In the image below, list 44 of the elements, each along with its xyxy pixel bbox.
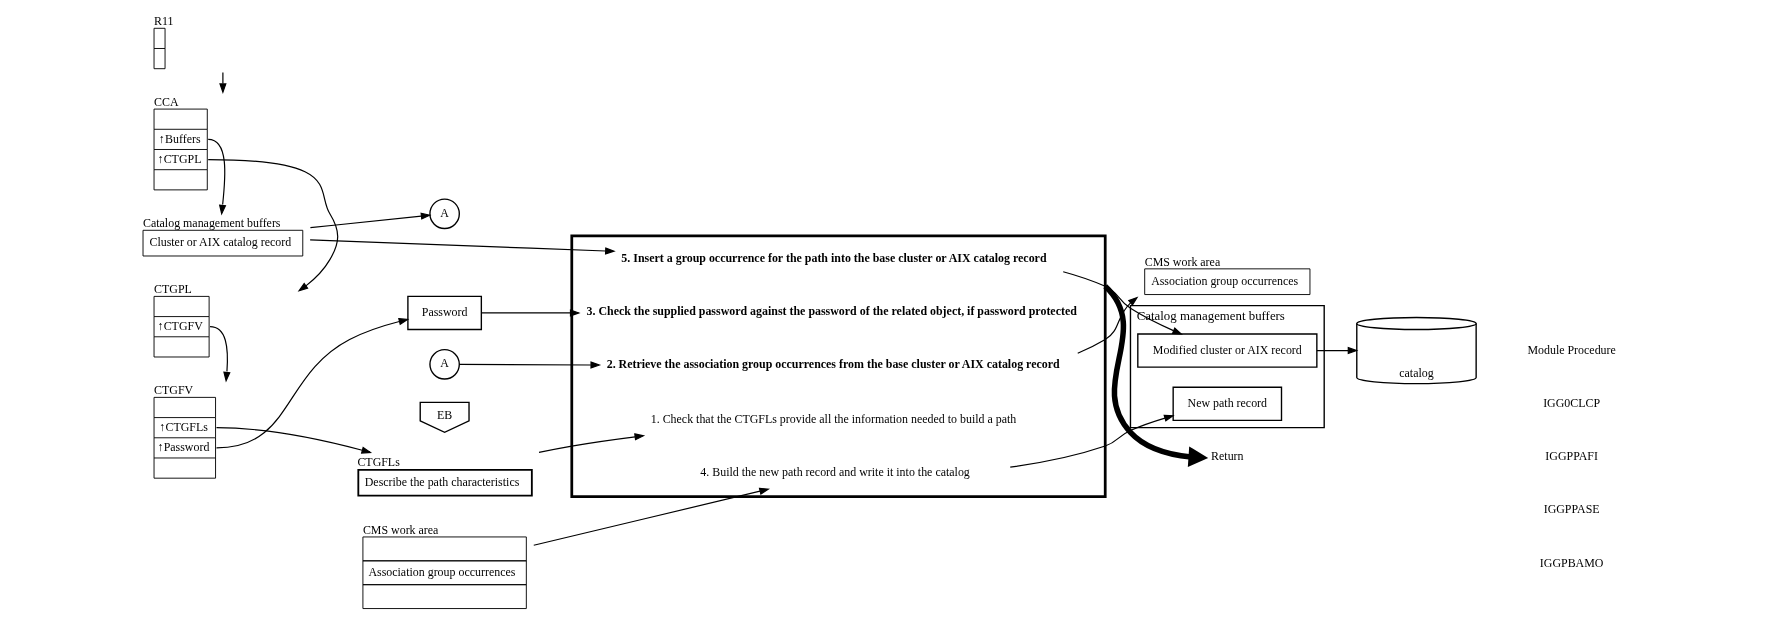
- arrow: [1062, 271, 1183, 335]
- arrow: [1315, 346, 1358, 355]
- arrow: [207, 138, 226, 216]
- arrow: [215, 318, 409, 449]
- arrow: [1009, 414, 1175, 468]
- node-circle: A: [428, 348, 460, 380]
- label: IGGPBAMO: [1539, 555, 1603, 570]
- label: IGG0CLCP: [1542, 395, 1600, 410]
- arrow: [1102, 284, 1208, 468]
- arrow: [309, 212, 431, 229]
- node-label: CTGFV: [153, 383, 193, 398]
- arrow: [208, 326, 231, 383]
- node-label: CTGFLs: [356, 454, 400, 469]
- node-text: 5. Insert a group occurrence for the path into the base cluster or AIX catalog record: [620, 250, 1047, 265]
- node-text: 3. Check the supplied password against the password of the related object, if password protected: [585, 304, 1077, 319]
- arrow: [458, 361, 601, 369]
- node-box: Cluster or AIX catalog record: [142, 229, 303, 257]
- arrow: [218, 72, 227, 94]
- node-box: Modified cluster or AIX record: [1136, 333, 1318, 368]
- node-label: CMS work area: [362, 522, 438, 537]
- label: Module Procedure: [1526, 342, 1616, 357]
- node-box: Password: [406, 295, 482, 331]
- node-text: Return: [1210, 449, 1244, 464]
- arrow: [309, 239, 616, 255]
- node-label: CCA: [153, 94, 179, 109]
- label: IGGPPAFI: [1544, 449, 1598, 464]
- arrow: [537, 433, 645, 453]
- node-label: R11: [153, 13, 173, 28]
- node-label: Catalog management buffers: [142, 215, 281, 230]
- arrow: [1076, 296, 1138, 354]
- arrow: [532, 487, 770, 546]
- node-box: Association group occurrences: [1143, 268, 1310, 295]
- node-box: Describe the path characteristics: [356, 469, 533, 497]
- node-text: 4. Build the new path record and write it into the catalog: [699, 464, 970, 479]
- node-label: CMS work area: [1144, 254, 1220, 269]
- node-text: 2. Retrieve the association group occurrences from the base cluster or AIX catalog record: [606, 357, 1060, 372]
- arrow: [480, 309, 581, 317]
- label: IGGPPASE: [1543, 502, 1600, 517]
- node-label: CTGPL: [153, 282, 192, 297]
- node-text: 1. Check that the CTGFLs provide all the information needed to build a path: [650, 411, 1016, 426]
- arrow: [207, 159, 338, 292]
- node-circle: A: [428, 198, 460, 230]
- arrow: [215, 427, 372, 454]
- node-box: New path record: [1171, 386, 1282, 422]
